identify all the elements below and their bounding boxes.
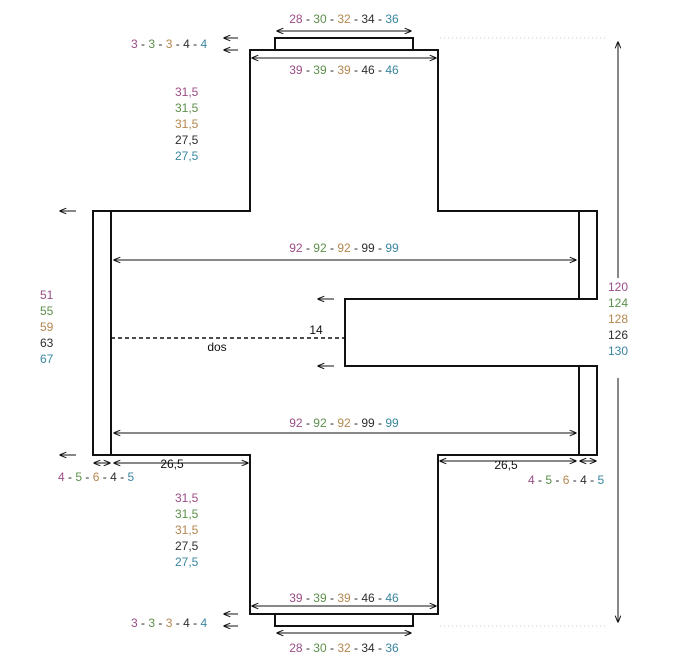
right-sleeve-length-label: 26,5: [494, 458, 518, 472]
sleeve-height-value: 63: [40, 336, 54, 350]
upper-depth-value: 31,5: [175, 101, 199, 115]
sleeve-span-top-label-value: 92: [337, 241, 351, 255]
top-neck-height-label: 3 - 3 - 3 - 4 - 4: [131, 37, 207, 51]
lower-depth-value: 27,5: [175, 539, 199, 553]
top-yoke-width-label-value: 46: [361, 63, 375, 77]
bottom-neck-width-label-value: 28: [289, 641, 303, 655]
sleeve-span-top-label-value: 99: [385, 241, 399, 255]
total-length-value: 120: [608, 280, 628, 294]
right-cuff-label-value: 4: [580, 473, 587, 487]
bottom-yoke-width-label-value: 39: [289, 591, 303, 605]
lower-depth-value: 31,5: [175, 523, 199, 537]
total-length-value: 124: [608, 296, 628, 310]
sleeve-span-top-label: 92 - 92 - 92 - 99 - 99: [289, 241, 399, 255]
garment-outline: [92, 49, 598, 615]
bottom-neck-width-label: 28 - 30 - 32 - 34 - 36: [289, 641, 399, 655]
bottom-neck-band: [274, 613, 414, 627]
bottom-yoke-width-label: 39 - 39 - 39 - 46 - 46: [289, 591, 399, 605]
top-yoke-width-label-value: 46: [385, 63, 399, 77]
top-neck-width-label-value: 30: [313, 12, 327, 26]
sleeve-height-value: 55: [40, 304, 54, 318]
left-cuff-label-value: 5: [127, 470, 134, 484]
total-length-value: 130: [608, 344, 628, 358]
upper-depth-value: 27,5: [175, 133, 199, 147]
slit-depth-label: 14: [309, 323, 323, 337]
bottom-yoke-width-label-value: 39: [313, 591, 327, 605]
sleeve-span-bottom-label-value: 99: [385, 416, 399, 430]
left-sleeve-length-label: 26,5: [160, 457, 184, 471]
top-neck-width-label-value: 36: [385, 12, 399, 26]
right-cuff-label-value: 4: [528, 473, 535, 487]
upper-depth-value: 31,5: [175, 117, 199, 131]
back-label: dos: [207, 340, 226, 354]
bottom-yoke-width-label-value: 39: [337, 591, 351, 605]
bottom-neck-width-label-value: 36: [385, 641, 399, 655]
sleeve-span-bottom-label-value: 99: [361, 416, 375, 430]
top-neck-width-label: 28 - 30 - 32 - 34 - 36: [289, 12, 399, 26]
top-neck-width-label-value: 32: [337, 12, 351, 26]
bottom-neck-width-label-value: 32: [337, 641, 351, 655]
top-neck-height-label-value: 3: [148, 37, 155, 51]
top-neck-height-label-value: 3: [166, 37, 173, 51]
top-neck-height-label-value: 4: [183, 37, 190, 51]
bottom-neck-height-label: 3 - 3 - 3 - 4 - 4: [131, 616, 207, 630]
lower-depth-value: 27,5: [175, 555, 199, 569]
sleeve-span-bottom-label-value: 92: [289, 416, 303, 430]
total-length-value: 128: [608, 312, 628, 326]
upper-depth-value: 31,5: [175, 85, 199, 99]
right-cuff-label-value: 5: [597, 473, 604, 487]
bottom-neck-height-label-value: 3: [131, 616, 138, 630]
top-yoke-width-label-value: 39: [313, 63, 327, 77]
lower-depth-value: 31,5: [175, 491, 199, 505]
total-length-value: 126: [608, 328, 628, 342]
top-neck-height-label-value: 4: [200, 37, 207, 51]
top-yoke-width-label: 39 - 39 - 39 - 46 - 46: [289, 63, 399, 77]
bottom-neck-width-label-value: 34: [361, 641, 375, 655]
sleeve-height-value: 59: [40, 320, 54, 334]
upper-depth-value: 27,5: [175, 149, 199, 163]
top-neck-width-label-value: 28: [289, 12, 303, 26]
sleeve-span-top-label-value: 92: [313, 241, 327, 255]
top-yoke-width-label-value: 39: [337, 63, 351, 77]
bottom-neck-height-label-value: 3: [148, 616, 155, 630]
right-cuff-label: 4 - 5 - 6 - 4 - 5: [528, 473, 604, 487]
left-cuff-label: 4 - 5 - 6 - 4 - 5: [58, 470, 134, 484]
sleeve-height-value: 51: [40, 288, 54, 302]
left-cuff-label-value: 6: [93, 470, 100, 484]
bottom-yoke-width-label-value: 46: [385, 591, 399, 605]
sleeve-height-value: 67: [40, 352, 54, 366]
top-neck-height-label-value: 3: [131, 37, 138, 51]
top-neck-band: [274, 37, 414, 51]
top-yoke-width-label-value: 39: [289, 63, 303, 77]
sleeve-span-bottom-label-value: 92: [313, 416, 327, 430]
sleeve-span-bottom-label-value: 92: [337, 416, 351, 430]
lower-depth-value: 31,5: [175, 507, 199, 521]
sleeve-span-bottom-label: 92 - 92 - 92 - 99 - 99: [289, 416, 399, 430]
right-cuff-label-value: 6: [563, 473, 570, 487]
bottom-neck-width-label-value: 30: [313, 641, 327, 655]
bottom-neck-height-label-value: 4: [183, 616, 190, 630]
sleeve-span-top-label-value: 99: [361, 241, 375, 255]
sleeve-span-top-label-value: 92: [289, 241, 303, 255]
top-neck-width-label-value: 34: [361, 12, 375, 26]
right-cuff-label-value: 5: [545, 473, 552, 487]
bottom-yoke-width-label-value: 46: [361, 591, 375, 605]
left-cuff-label-value: 4: [58, 470, 65, 484]
bottom-neck-height-label-value: 3: [166, 616, 173, 630]
bottom-neck-height-label-value: 4: [200, 616, 207, 630]
left-cuff-label-value: 5: [75, 470, 82, 484]
left-cuff-label-value: 4: [110, 470, 117, 484]
